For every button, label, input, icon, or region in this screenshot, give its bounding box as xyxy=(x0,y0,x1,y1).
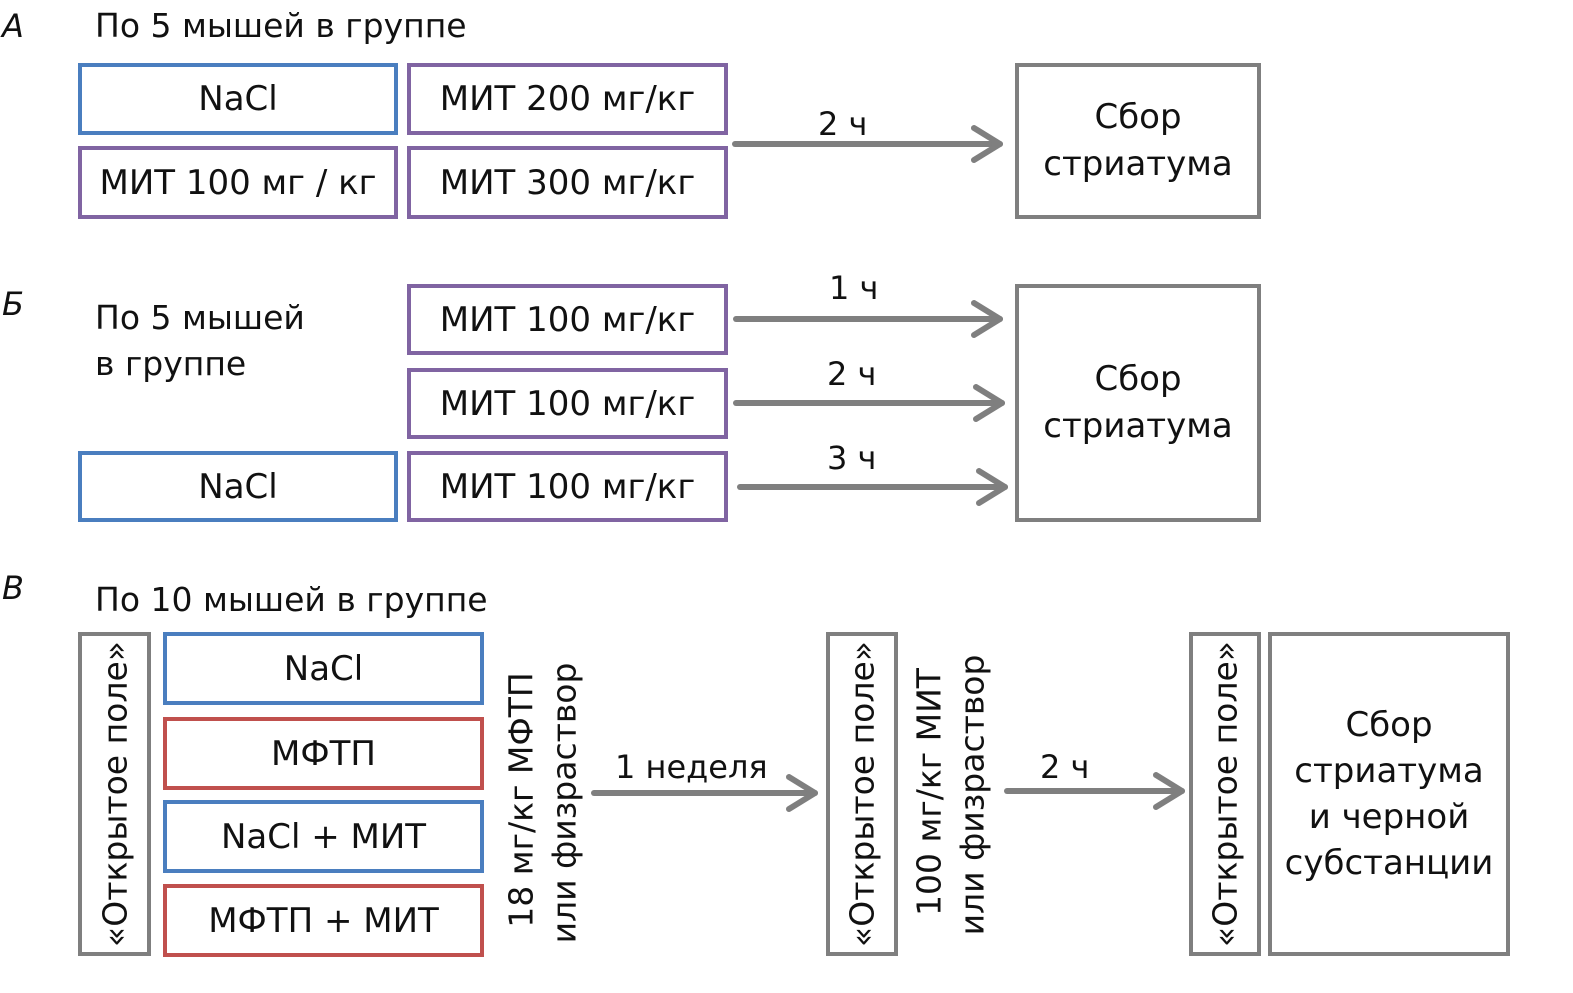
panel-c-letter: В xyxy=(2,569,24,607)
panel-c-heading: По 10 мышей в группе xyxy=(95,580,488,619)
panel-b-control-nacl: NaCl xyxy=(78,451,398,522)
panel-b-group-3h: МИТ 100 мг/кг xyxy=(407,451,728,522)
open-field-test-1: «Открытое поле» xyxy=(78,632,151,956)
panel-a-group-mit100: МИТ 100 мг / кг xyxy=(78,146,398,219)
panel-a-group-mit200: МИТ 200 мг/кг xyxy=(407,63,728,135)
panel-b-arrow-label-3h: 3 ч xyxy=(827,439,877,477)
panel-a-collect-box: Сбор стриатума xyxy=(1015,63,1261,219)
panel-c-group-nacl-mit: NaCl + МИТ xyxy=(163,800,484,873)
panel-b-arrow-2h xyxy=(733,384,1005,422)
panel-c-arrow-label-week: 1 неделя xyxy=(615,748,768,786)
panel-c-group-nacl: NaCl xyxy=(163,632,484,705)
panel-a-arrow xyxy=(732,125,1003,163)
panel-b-arrow-3h xyxy=(737,468,1008,506)
panel-c-group-mftp: МФТП xyxy=(163,717,484,790)
panel-a-arrow-label: 2 ч xyxy=(818,105,868,143)
panel-c-arrow-2h xyxy=(1004,772,1185,810)
panel-b-letter: Б xyxy=(2,285,24,323)
panel-c-group-mftp-mit: МФТП + МИТ xyxy=(163,884,484,957)
panel-b-arrow-label-1h: 1 ч xyxy=(829,269,879,307)
panel-a-group-nacl: NaCl xyxy=(78,63,398,135)
panel-b-heading-line2: в группе xyxy=(95,344,247,383)
open-field-test-3: «Открытое поле» xyxy=(1189,632,1261,956)
panel-b-collect-box: Сбор стриатума xyxy=(1015,284,1261,522)
panel-a-letter: А xyxy=(2,7,24,45)
panel-b-group-2h: МИТ 100 мг/кг xyxy=(407,368,728,439)
panel-b-group-1h: МИТ 100 мг/кг xyxy=(407,284,728,355)
panel-b-heading-line1: По 5 мышей xyxy=(95,298,305,337)
panel-b-arrow-label-2h: 2 ч xyxy=(827,355,877,393)
panel-a-group-mit300: МИТ 300 мг/кг xyxy=(407,146,728,219)
open-field-test-2: «Открытое поле» xyxy=(826,632,898,956)
panel-c-arrow-week xyxy=(591,774,818,812)
panel-b-arrow-1h xyxy=(733,300,1003,338)
panel-c-arrow-label-2h: 2 ч xyxy=(1040,748,1090,786)
panel-c-collect-box: Сбор стриатума и черной субстанции xyxy=(1268,632,1510,956)
panel-a-heading: По 5 мышей в группе xyxy=(95,6,467,45)
